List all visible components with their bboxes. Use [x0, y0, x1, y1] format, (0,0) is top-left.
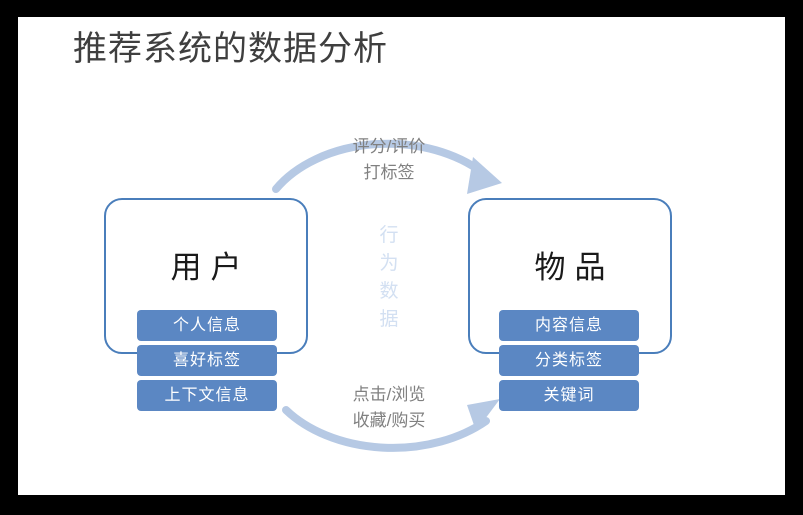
user-entity-label: 用户 — [170, 250, 251, 285]
behavior-data-char: 行 — [379, 225, 399, 246]
bottom-arc-label: 点击/浏览 收藏/购买 — [289, 382, 489, 434]
bottom-arc-label-line: 点击/浏览 — [352, 385, 426, 404]
behavior-data-char: 数 — [379, 281, 399, 302]
item-attribute-chip[interactable]: 关键词 — [499, 380, 639, 411]
user-attribute-chip[interactable]: 个人信息 — [137, 310, 277, 341]
page-title: 推荐系统的数据分析 — [73, 30, 388, 68]
top-arc-label-line: 评分/评价 — [352, 137, 426, 156]
bottom-arc-label-line: 收藏/购买 — [352, 411, 426, 430]
behavior-data-char: 为 — [379, 253, 399, 274]
item-entity-label: 物品 — [534, 250, 615, 285]
behavior-data-char: 据 — [379, 309, 399, 330]
user-attribute-chip[interactable]: 上下文信息 — [137, 380, 277, 411]
top-arc-label-line: 打标签 — [363, 163, 415, 182]
user-attribute-chip[interactable]: 喜好标签 — [137, 345, 277, 376]
item-attribute-chip[interactable]: 分类标签 — [499, 345, 639, 376]
slide-canvas: 推荐系统的数据分析 用户 个人信息 喜好标签 上下文信息 物品 内容信息 分类标… — [18, 17, 785, 495]
item-attribute-chip[interactable]: 内容信息 — [499, 310, 639, 341]
behavior-data-label: 行 为 数 据 — [369, 222, 409, 334]
top-arc-label: 评分/评价 打标签 — [289, 134, 489, 186]
